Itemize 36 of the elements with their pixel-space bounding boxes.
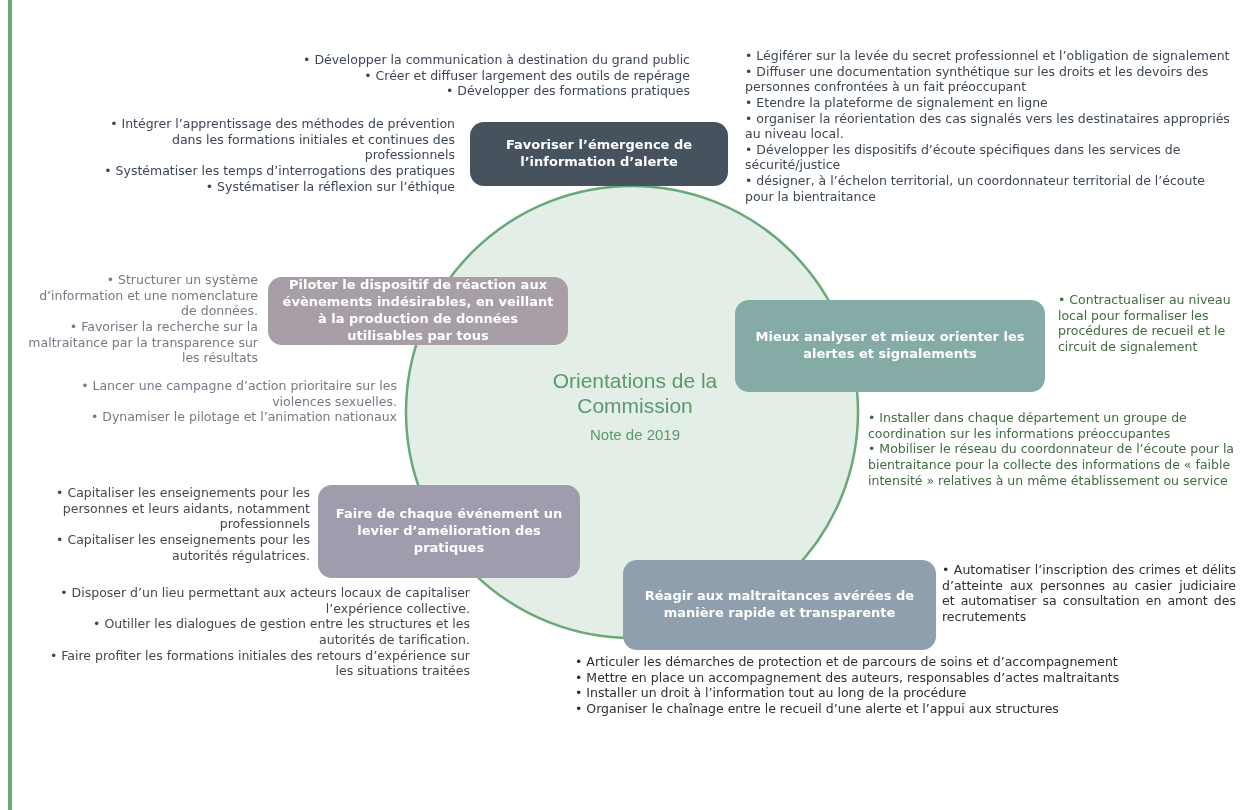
bullet-item: • Installer dans chaque département un groupe de coordination sur les informations préoccupantes [868, 410, 1188, 442]
bullet-item: • Diffuser une documentation synthétique sur les droits et les devoirs des personnes confrontées à un fait préoccupant [745, 63, 1210, 95]
bullet-item: • Développer les dispositifs d’écoute spécifiques dans les services de sécurité/justice [745, 141, 1182, 173]
bullet-item: • Disposer d’un lieu permettant aux acteurs locaux de capitaliser l’expérience collective. [59, 585, 470, 617]
bullet-item: • Articuler les démarches de protection et de parcours de soins et d’accompagnement [575, 654, 1119, 670]
center-title: Orientations de la Commission [551, 368, 719, 419]
orientation-box: Piloter le dispositif de réaction aux évènements indésirables, en veillant à la production de données utilisables par tous [268, 277, 568, 345]
bullet-item: • Systématiser les temps d’interrogations des pratiques [103, 162, 455, 179]
bullet-item: • Structurer un système d’information et une nomenclature de données. [38, 272, 258, 319]
bullet-item: • désigner, à l’échelon territorial, un coordonnateur territorial de l’écoute pour la bientraitance [745, 173, 1206, 205]
orientation-box: Réagir aux maltraitances avérées de manière rapide et transparente [623, 560, 936, 650]
bullet-item: • Favoriser la recherche sur la maltraitance par la transparence sur les résultats [27, 318, 258, 366]
bullet-item: • Contractualiser au niveau local pour formaliser les procédures de recueil et le circuit de signalement [1058, 292, 1232, 355]
bullet-item: • Organiser le chaînage entre le recueil d’une alerte et l’appui aux structures [575, 700, 1060, 717]
bullet-item: • Etendre la plateforme de signalement en ligne [745, 94, 1049, 111]
orientation-box: Favoriser l’émergence de l’information d’alerte [470, 122, 728, 186]
bullet-item: • Dynamiser le pilotage et l’animation nationaux [89, 409, 397, 425]
bullet-item: • Installer un droit à l’information tout au long de la procédure [575, 685, 968, 701]
bullet-item: • Mobiliser le réseau du coordonnateur de l’écoute pour la bientraitance pour la collecte des informations de « faible intensité » relatives à un même établissement ou service [868, 441, 1236, 489]
orientation-box: Faire de chaque événement un levier d’amélioration des pratiques [318, 485, 580, 578]
bullet-item: • Intégrer l’apprentissage des méthodes de prévention dans les formations initiales et continues des professionnels [109, 116, 455, 163]
bullet-item: • Lancer une campagne d’action prioritaire sur les violences sexuelles. [80, 378, 397, 410]
bullet-item: • Capitaliser les enseignements pour les personnes et leurs aidants, notamment professionnels [55, 485, 310, 532]
bullet-item: • Développer la communication à destination du grand public [302, 52, 690, 68]
bullet-item: • organiser la réorientation des cas signalés vers les destinataires appropriés au niveau local. [745, 110, 1230, 142]
bullet-item: • Faire profiter les formations initiales des retours d’expérience sur les situations traitées [49, 647, 470, 679]
bullet-item: • Capitaliser les enseignements pour les autorités régulatrices. [55, 531, 310, 564]
bullet-item: • Automatiser l’inscription des crimes et délits d’atteinte aux personnes au casier judiciaire et automatiser sa consultation en amont des recrutements [942, 562, 1236, 625]
bullet-item: • Créer et diffuser largement des outils de repérage [363, 67, 690, 84]
bullet-item: • Développer des formations pratiques [444, 83, 690, 99]
orientation-box: Mieux analyser et mieux orienter les alertes et signalements [735, 300, 1045, 392]
bullet-item: • Outiller les dialogues de gestion entre les structures et les autorités de tarification. [92, 616, 470, 648]
bullet-item: • Légiférer sur la levée du secret professionnel et l’obligation de signalement [745, 48, 1230, 64]
bullet-item: • Systématiser la réflexion sur l’éthique [204, 178, 455, 195]
bullet-item: • Mettre en place un accompagnement des auteurs, responsables d’actes maltraitants [575, 669, 1121, 686]
center-subtitle: Note de 2019 [588, 426, 682, 444]
